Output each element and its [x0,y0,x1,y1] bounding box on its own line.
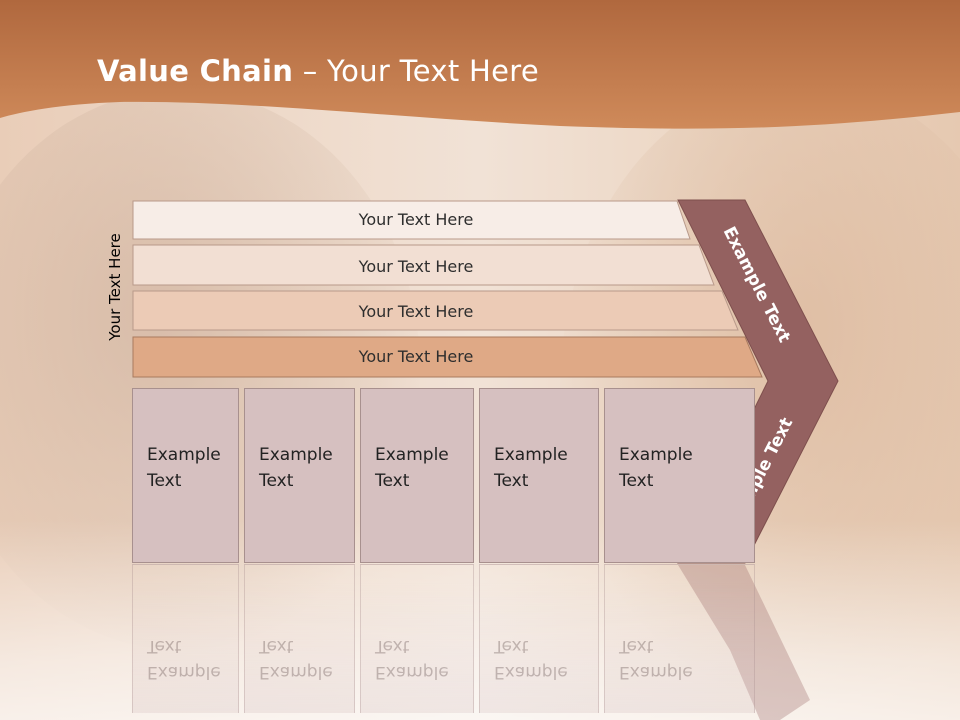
activity-box-5: Example Text [604,388,755,563]
chevron-arrow [677,199,839,564]
chevron-reflection [678,565,810,720]
band-2-label: Your Text Here [358,257,474,276]
box-3-line2: Text [375,471,410,491]
box-1-line2: Text [147,471,182,491]
title-rest: – Your Text Here [293,54,539,88]
band-1 [132,200,691,240]
box-5-line2: Text [619,471,654,491]
band-4 [132,336,763,378]
activity-box-1: Example Text [132,388,239,563]
box-4-line1: Example [494,445,568,465]
box-2-line1: Example [259,445,333,465]
header-banner [0,0,960,129]
page-title: Value Chain – Your Text Here [97,54,539,88]
activity-box-4: Example Text [479,388,599,563]
activity-box-2: Example Text [244,388,355,563]
activity-box-3: Example Text [360,388,474,563]
box-5-line1: Example [619,445,693,465]
box-2-line2: Text [259,471,294,491]
band-2 [132,244,715,286]
band-3-label: Your Text Here [358,302,474,321]
box-4-line2: Text [494,471,529,491]
band-1-label: Your Text Here [358,210,474,229]
box-3-line1: Example [375,445,449,465]
band-3 [132,290,739,331]
box-1-line1: Example [147,445,221,465]
title-bold: Value Chain [97,54,294,88]
band-4-label: Your Text Here [358,347,474,366]
